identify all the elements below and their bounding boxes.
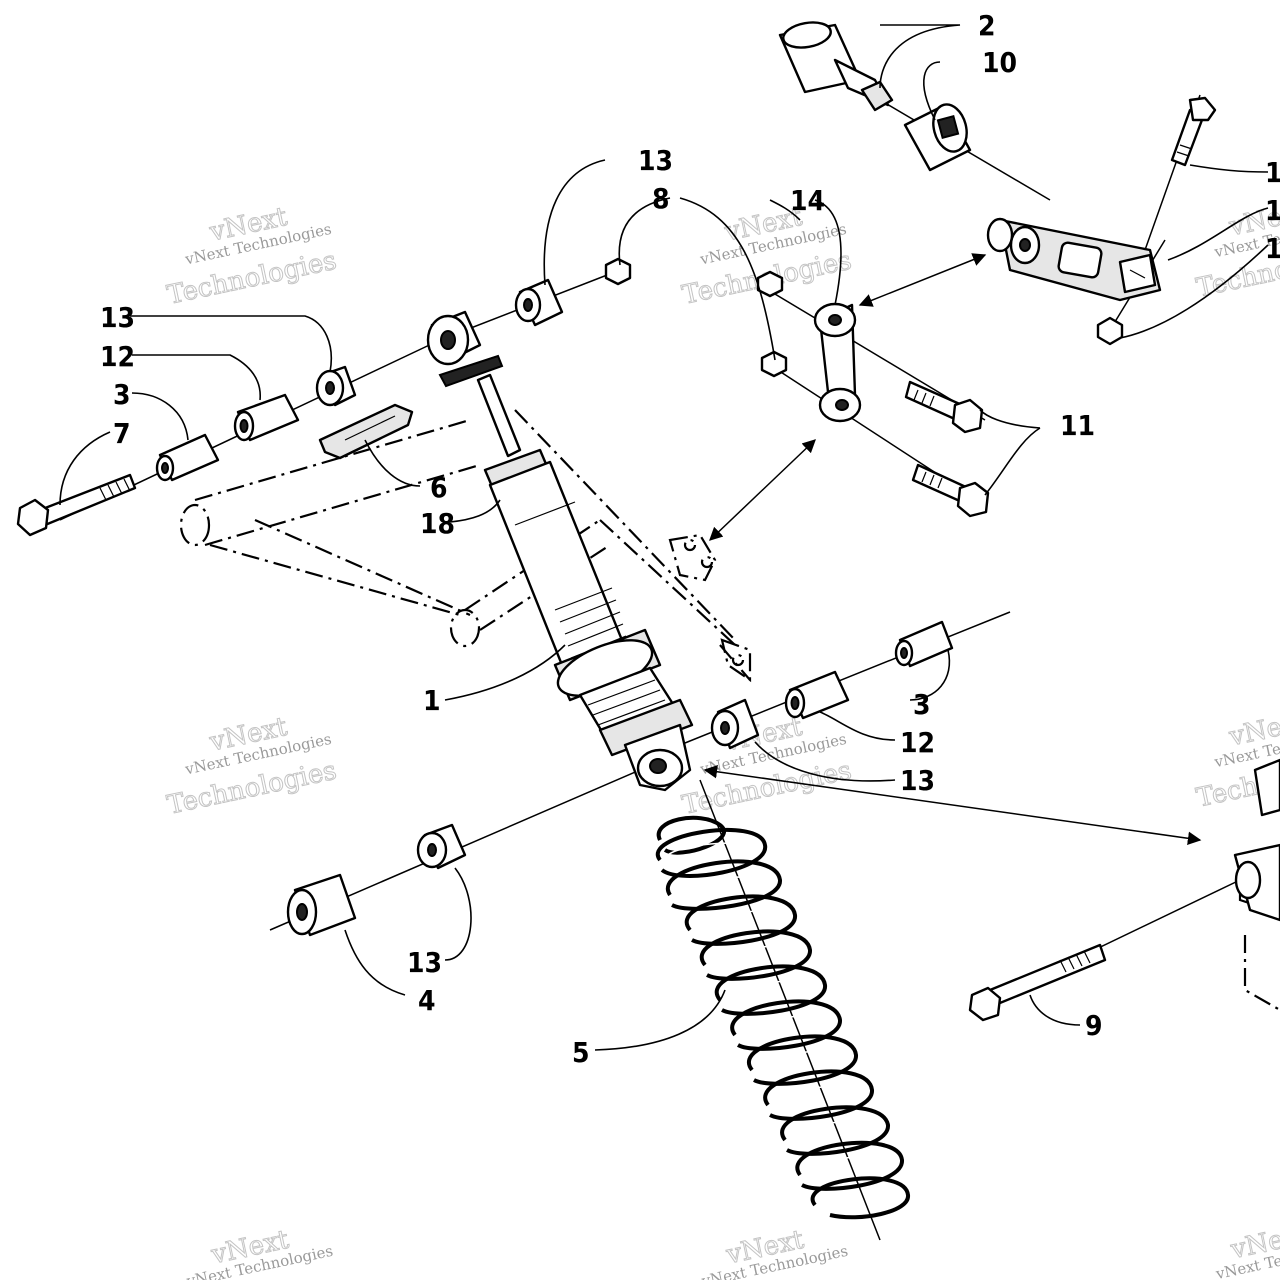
- watermark-bottom-right: vNext vNext Technologies: [1213, 1219, 1280, 1280]
- callout-8: 8: [652, 182, 670, 215]
- bolt-11-lower: [911, 463, 990, 518]
- callout-3-right: 3: [913, 688, 931, 721]
- callout-10: 10: [982, 46, 1017, 79]
- lower-right-mount: [1233, 758, 1280, 922]
- nut-bracket: [1096, 316, 1124, 346]
- callout-6: 6: [430, 471, 448, 504]
- callout-13-top: 13: [638, 144, 673, 177]
- callout-1-top-b: 1: [1265, 194, 1280, 227]
- callout-18: 18: [420, 507, 455, 540]
- link-arm-14: [813, 302, 862, 423]
- bolt-1-top: [1170, 96, 1217, 167]
- callout-13-right: 13: [900, 764, 935, 797]
- upper-bracket: [986, 217, 1162, 302]
- arrow-link-to-arm: [709, 439, 816, 541]
- bushing-12-left: [233, 393, 300, 442]
- swing-arm-phantom: [179, 409, 1280, 1011]
- callout-11: 11: [1060, 409, 1095, 442]
- bolt-9: [968, 943, 1107, 1022]
- watermark-mid-center: vNext vNext Technologies Technologies: [679, 711, 855, 821]
- watermark-mid-left: vNext vNext Technologies Technologies: [164, 711, 340, 821]
- arrow-link-to-bracket: [858, 253, 987, 307]
- callout-13-left: 13: [100, 301, 135, 334]
- bolt-11-upper: [904, 380, 984, 434]
- callout-9: 9: [1085, 1009, 1103, 1042]
- callout-labels: 2 10 13 8 14 1 1 1 13 12 3 7 11 6 18 1 3…: [100, 9, 1280, 1069]
- nut-8-top: [604, 257, 632, 286]
- callout-13-bottom: 13: [407, 946, 442, 979]
- leader-lines: [59, 24, 1269, 1051]
- coil-spring: [655, 815, 910, 1220]
- callout-12-right: 12: [900, 726, 935, 759]
- washer-13-top: [514, 278, 564, 327]
- assembly-arrows: [703, 253, 1202, 845]
- callout-1-top-a: 1: [1265, 156, 1280, 189]
- callout-2: 2: [978, 9, 996, 42]
- callout-1-right: 1: [1265, 232, 1280, 265]
- washer-13-left: [315, 365, 357, 407]
- bolt-7: [16, 473, 137, 537]
- callout-12-left: 12: [100, 340, 135, 373]
- washer-13-bottom: [416, 823, 467, 870]
- washer-13-right: [710, 698, 760, 750]
- sleeve-3-right: [894, 620, 954, 668]
- callout-1-shock: 1: [423, 684, 441, 717]
- callout-3-left: 3: [113, 378, 131, 411]
- arrow-shock-to-mount: [703, 765, 1202, 845]
- shock-absorber: [426, 310, 694, 792]
- bushing-12-right: [784, 670, 850, 720]
- callout-5: 5: [572, 1036, 590, 1069]
- watermark-top-left: vNext vNext Technologies Technologies: [164, 201, 340, 311]
- callout-4: 4: [418, 984, 436, 1017]
- bushing-4: [286, 873, 357, 937]
- bumper-6: [318, 403, 414, 460]
- spanner-tool-2: [778, 21, 894, 112]
- watermark-bottom-center: vNext vNext Technologies: [699, 1224, 849, 1280]
- callout-7: 7: [113, 417, 131, 450]
- watermark-bottom-left: vNext vNext Technologies: [184, 1224, 334, 1280]
- collar-10: [903, 103, 972, 172]
- callout-14: 14: [790, 184, 825, 217]
- sleeve-3-left: [155, 433, 220, 482]
- nut-8-link-upper: [756, 270, 784, 298]
